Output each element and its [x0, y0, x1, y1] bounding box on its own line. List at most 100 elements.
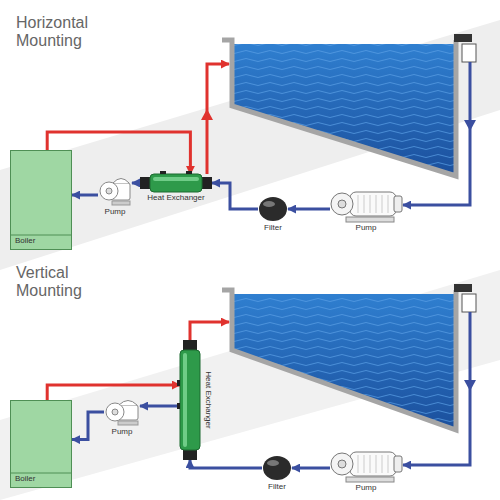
- skimmer-box: [462, 294, 476, 312]
- exchanger-shine: [183, 353, 187, 447]
- cold-pipe: [72, 193, 98, 196]
- pump-volute: [100, 182, 118, 200]
- pump-volute: [106, 403, 124, 421]
- pump-dome: [119, 401, 137, 406]
- pool-ripples: [232, 44, 456, 176]
- hxv-icon: [180, 340, 200, 460]
- circulator-pump: Pump: [104, 398, 140, 426]
- part-label: Pump: [112, 428, 133, 437]
- pool-water: [232, 44, 456, 176]
- filter-body: [259, 197, 287, 221]
- motor-body: [350, 452, 396, 476]
- cold-pipe: [212, 183, 258, 209]
- bpump-icon: [330, 448, 402, 482]
- cold-pipe: [140, 405, 180, 408]
- pump-volute: [331, 453, 353, 475]
- part-label: Heat Exchanger: [147, 194, 204, 203]
- spump-icon: [98, 176, 132, 206]
- return-pipe: [190, 322, 229, 340]
- background-sweep: [0, 20, 500, 270]
- filter-body: [263, 456, 291, 480]
- motor-fin: [358, 455, 359, 473]
- motor-fin: [370, 195, 371, 213]
- heat-exchanger: Heat Exchanger: [180, 340, 200, 460]
- cold-pipe: [288, 208, 330, 211]
- flow-arrow: [464, 120, 476, 131]
- pump-eye: [112, 409, 118, 415]
- part-label: Pump: [356, 224, 377, 233]
- boiler-band: [11, 235, 71, 236]
- spump-icon: [104, 398, 140, 426]
- box-label: Boiler: [15, 475, 35, 484]
- motor-cap: [394, 196, 402, 212]
- cold-pipe: [292, 466, 330, 469]
- motor-fin: [382, 455, 383, 473]
- pool-pump: Pump: [330, 188, 402, 222]
- motor-fin: [382, 195, 383, 213]
- motor-fin: [376, 455, 377, 473]
- part-label: Filter: [264, 224, 282, 233]
- motor-fin: [376, 195, 377, 213]
- pump-volute: [331, 193, 353, 215]
- motor-body: [350, 192, 396, 216]
- section-heading: Horizontal Mounting: [16, 14, 116, 51]
- pump-base: [346, 217, 394, 222]
- motor-fin: [364, 455, 365, 473]
- pump-dome: [113, 179, 129, 184]
- cold-pipe: [132, 181, 140, 184]
- motor-fin: [364, 195, 365, 213]
- filter-icon: [258, 196, 288, 222]
- pump-eye: [338, 200, 346, 208]
- boiler-band: [11, 473, 71, 474]
- pump-base: [118, 421, 138, 425]
- pool-wall: [222, 290, 456, 430]
- exchanger-cap: [183, 449, 197, 460]
- exchanger-shell: [150, 174, 202, 192]
- boiler-icon: [11, 151, 73, 251]
- box-label: Boiler: [15, 237, 35, 246]
- exchanger-port: [177, 380, 180, 386]
- circulator-pump: Pump: [98, 176, 132, 206]
- heat-exchanger: Heat Exchanger: [140, 174, 212, 192]
- motor-fin: [358, 195, 359, 213]
- pool-pump: Pump: [330, 448, 402, 482]
- pump-base: [112, 201, 130, 205]
- pump-eye: [338, 460, 346, 468]
- boiler-box: Boiler: [10, 400, 72, 488]
- skimmer-lid: [454, 34, 472, 42]
- exchanger-port: [177, 403, 180, 409]
- motor-cap: [394, 456, 402, 472]
- bpump-icon: [330, 188, 402, 222]
- exchanger-cap: [201, 177, 212, 189]
- exchanger-cap: [140, 177, 151, 189]
- pump-eye: [106, 188, 112, 194]
- boiler-box: Boiler: [10, 150, 72, 250]
- motor-fin: [370, 455, 371, 473]
- exchanger-cap: [183, 340, 197, 351]
- filter-shine: [263, 201, 275, 207]
- filter-tank: Filter: [258, 196, 288, 222]
- background-sweep: [0, 270, 500, 500]
- flow-arrow: [201, 109, 213, 120]
- exchanger-shine: [153, 177, 199, 181]
- section-heading: Vertical Mounting: [16, 264, 116, 301]
- cold-pipe: [190, 460, 262, 468]
- skimmer-box: [462, 44, 476, 62]
- skimmer-lid: [454, 284, 472, 292]
- exchanger-port: [186, 171, 192, 174]
- filter-shine: [267, 460, 279, 466]
- hot-pipe: [47, 385, 180, 400]
- suction-pipe: [403, 312, 470, 465]
- hx-icon: [140, 174, 212, 192]
- part-label: Pump: [105, 208, 126, 217]
- filter-icon: [262, 455, 292, 481]
- part-label: Pump: [356, 484, 377, 493]
- flow-arrow: [464, 380, 476, 391]
- motor-fin: [388, 195, 389, 213]
- pool-wall: [222, 40, 456, 176]
- cold-pipe: [72, 412, 104, 440]
